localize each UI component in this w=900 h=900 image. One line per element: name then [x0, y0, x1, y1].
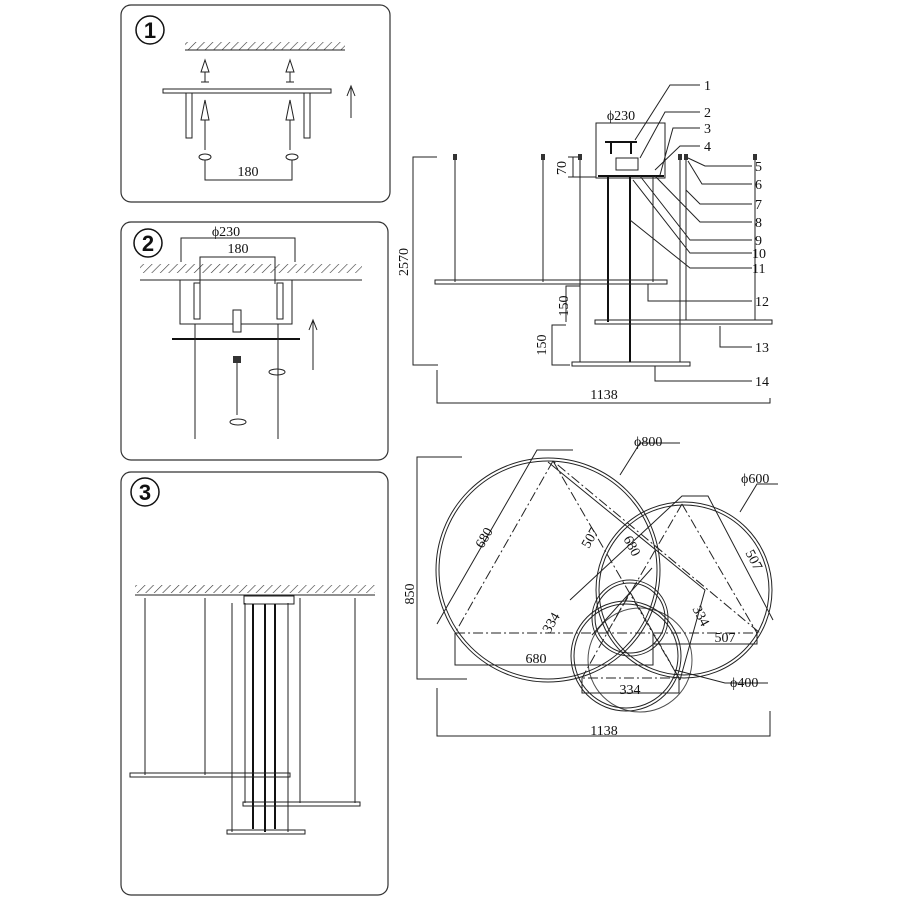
part-number: 14 — [755, 375, 769, 390]
ceiling-hatch — [135, 585, 375, 593]
plan-total-height: 850 — [403, 584, 418, 605]
dimension-680: 680 — [473, 525, 496, 551]
step-3-panel: 3 — [120, 471, 389, 896]
up-arrow-icon — [308, 318, 318, 370]
part-number: 10 — [752, 247, 766, 262]
canopy-diameter: ϕ230 — [607, 109, 635, 124]
dimension-680: 680 — [526, 652, 547, 667]
dimension-334: 334 — [620, 683, 641, 698]
dimension-lines — [436, 449, 774, 694]
ring-600 — [594, 319, 773, 325]
part-number: 4 — [704, 140, 711, 155]
ring-medium-side — [242, 801, 361, 807]
ring-spacing-2: 150 — [535, 335, 550, 356]
part-number: 12 — [755, 295, 769, 310]
dimension-334: 334 — [540, 610, 563, 636]
anchor-plug — [303, 92, 311, 139]
step-2-number: 2 — [142, 231, 154, 256]
dimension-334: 334 — [689, 604, 712, 630]
part-number: 11 — [752, 262, 765, 277]
dimension-line — [204, 160, 293, 181]
ring-spacing-1: 150 — [557, 296, 572, 317]
ceiling-hatch — [185, 42, 345, 50]
ceiling-hatch — [140, 264, 362, 273]
up-arrow-icon — [346, 84, 356, 118]
part-leaders — [629, 84, 752, 382]
ring-small-side — [226, 829, 306, 835]
plan-total-width: 1138 — [590, 724, 617, 739]
diameter-leaders — [619, 442, 778, 684]
dimension-507: 507 — [742, 548, 765, 574]
dimension-507: 507 — [579, 525, 602, 551]
ring-800 — [434, 279, 668, 285]
ring-800-label: ϕ800 — [634, 435, 662, 450]
part-number: 1 — [704, 79, 711, 94]
ring-800-plan — [435, 457, 661, 683]
dimension-680: 680 — [620, 534, 643, 560]
step-1-number: 1 — [144, 18, 156, 43]
ring-large-side — [129, 772, 291, 778]
triangle-centerlines — [454, 460, 762, 681]
part-number: 5 — [755, 160, 762, 175]
total-height: 2570 — [397, 248, 412, 276]
part-number: 9 — [755, 234, 762, 249]
total-width: 1138 — [590, 388, 617, 403]
part-number: 8 — [755, 216, 762, 231]
step-2-diameter: ϕ230 — [212, 225, 240, 240]
part-number: 3 — [704, 122, 711, 137]
anchor-plug — [185, 92, 193, 139]
step-3-number: 3 — [139, 480, 151, 505]
step-2-panel: 2 ϕ230 180 — [120, 221, 389, 461]
dimension-507: 507 — [715, 631, 736, 646]
step-1-badge — [135, 15, 165, 45]
ring-400-plan — [570, 579, 693, 713]
screw-icon — [200, 58, 295, 125]
ring-600-plan — [595, 501, 773, 679]
ring-400 — [571, 361, 691, 367]
part-number: 2 — [704, 106, 711, 121]
ring-600-label: ϕ600 — [741, 472, 769, 487]
part-number: 7 — [755, 198, 762, 213]
suspension-wires — [453, 154, 757, 362]
mounting-bracket — [162, 88, 332, 94]
part-number: 6 — [755, 178, 762, 193]
step-1-panel: 1 180 — [120, 4, 391, 203]
step-2-dimension: 180 — [228, 242, 249, 257]
canopy-height: 70 — [555, 161, 570, 175]
part-number: 13 — [755, 341, 769, 356]
step-1-dimension: 180 — [238, 165, 259, 180]
top-plan-view: ϕ800 ϕ600 ϕ400 680 680 680 507 507 507 3… — [403, 435, 778, 739]
ring-400-label: ϕ400 — [730, 676, 758, 691]
side-elevation-view: ϕ230 70 2570 150 150 1138 1 2 3 4 5 6 — [397, 79, 773, 404]
